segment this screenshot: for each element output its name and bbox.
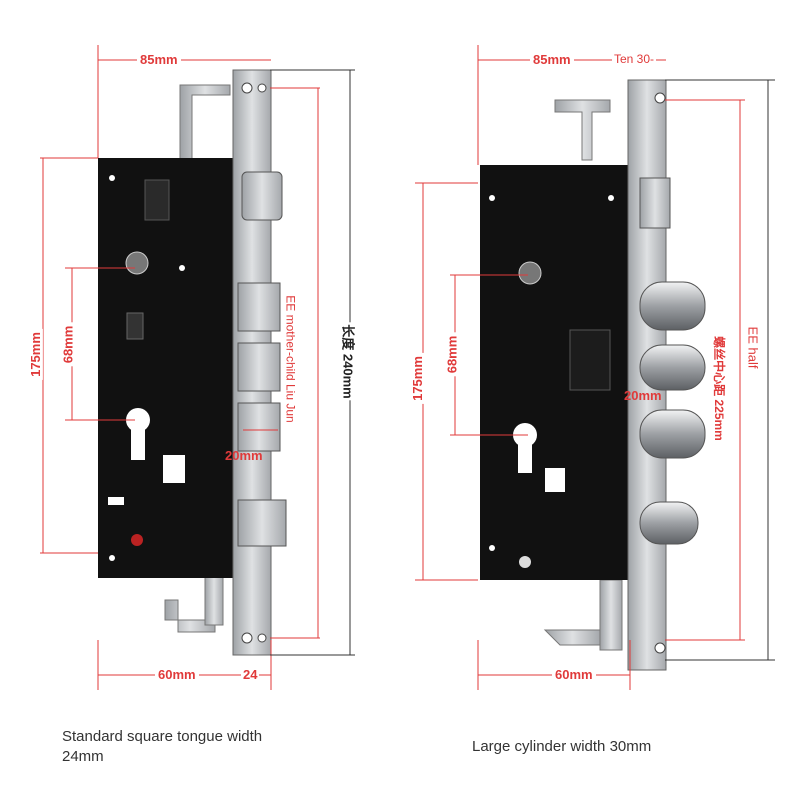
right-height-label: 175mm [409,353,425,404]
left-caption: Standard square tongue width 24mm [62,727,262,767]
left-lock [98,69,287,656]
left-side-text: EE mother-child Liu Jun [283,293,298,425]
right-side-text: EE half [745,324,761,371]
left-lock-body [98,158,235,578]
left-tongue-width-label: 20mm [225,448,263,463]
left-width-label: 85mm [137,52,181,67]
left-caption-line1: Standard square tongue width [62,728,263,745]
left-faceplate-label: 24 [241,667,260,682]
right-width-label: 85mm [530,52,574,67]
left-hole-spacing-label: 68mm [60,322,76,367]
right-top-note: Ten 30- [612,52,657,66]
right-caption: Large cylinder width 30mm [472,738,652,755]
right-cylinder-width-label: 20mm [624,388,662,403]
left-caption-line2: 24mm [62,748,104,765]
left-height-label: 175mm [27,329,43,380]
right-center-distance-label: 螺丝中心距 225mm [710,334,728,443]
left-backset-label: 60mm [155,667,199,682]
right-backset-label: 60mm [552,667,596,682]
right-lock [480,79,706,671]
right-black-dim [665,79,775,661]
right-hole-spacing-label: 68mm [444,332,460,377]
left-length-label: 长度 240mm [339,322,359,401]
